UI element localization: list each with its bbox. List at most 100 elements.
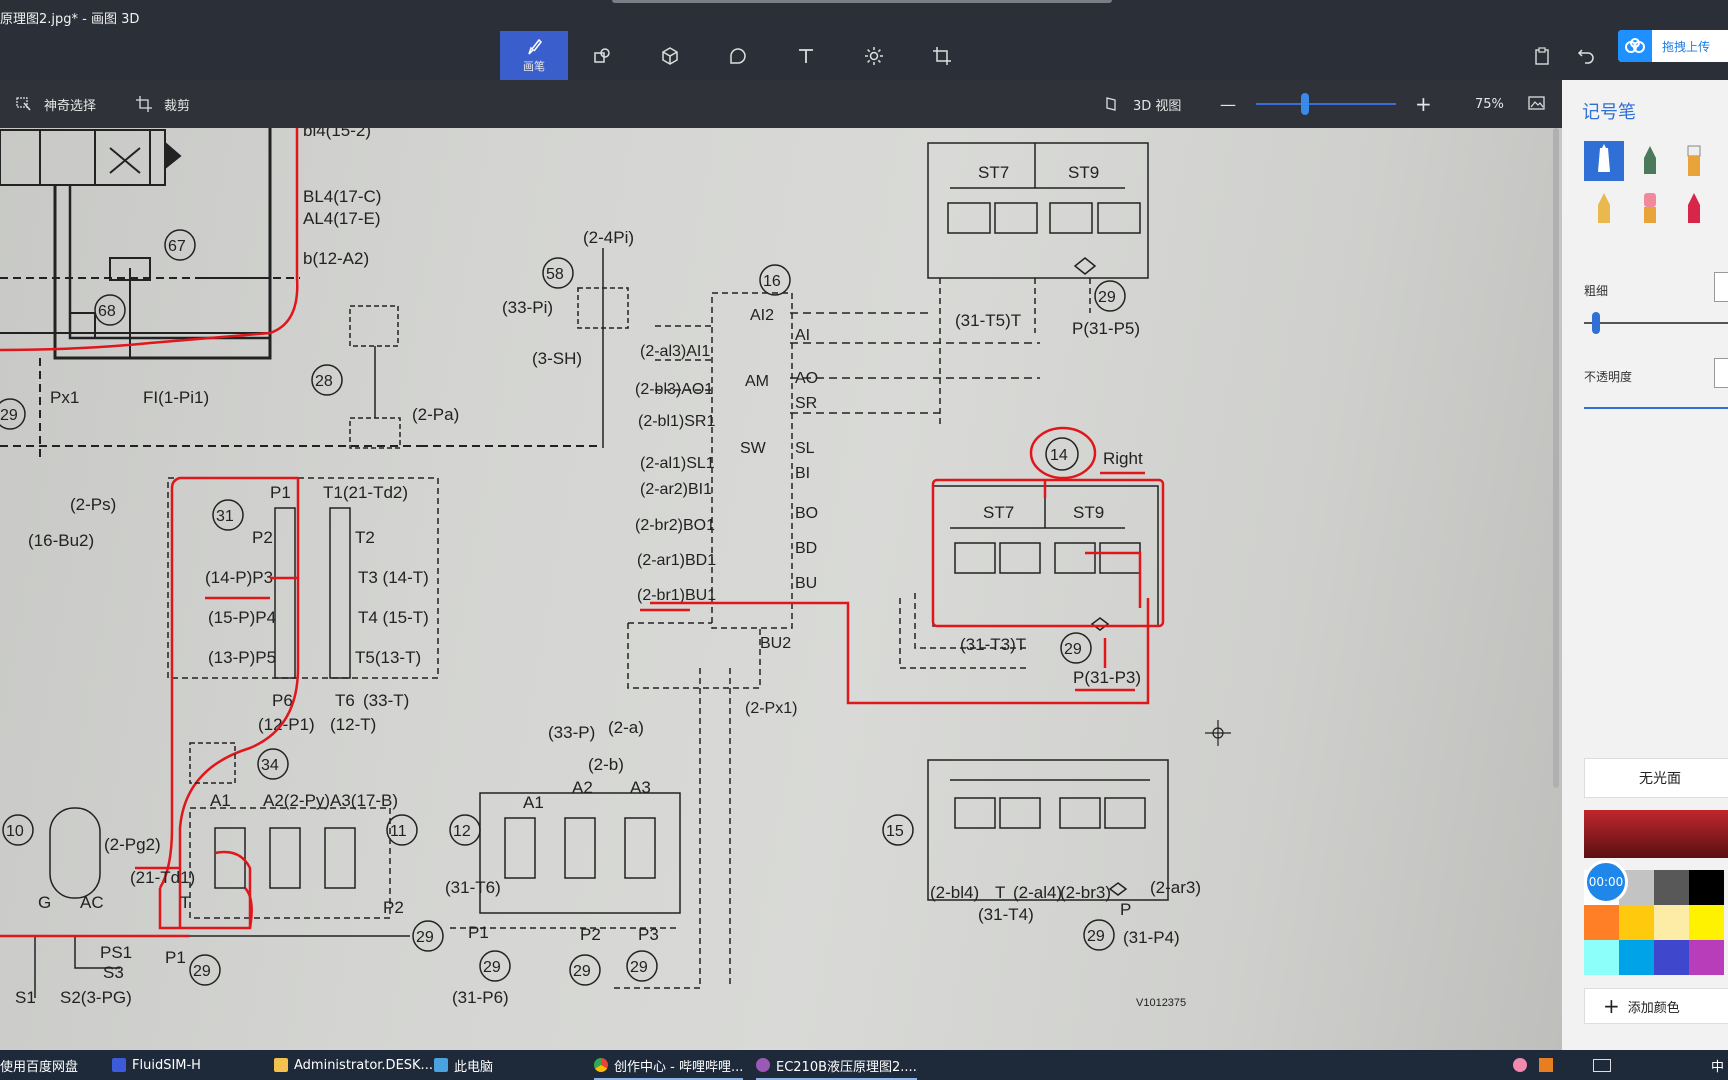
crop-icon bbox=[136, 96, 152, 112]
label-P6: P6 bbox=[272, 691, 293, 710]
circle-67: 67 bbox=[168, 238, 186, 255]
color-swatch[interactable] bbox=[1689, 905, 1724, 940]
undo-button[interactable] bbox=[1564, 31, 1608, 80]
oil-brush-button[interactable] bbox=[1674, 141, 1714, 181]
taskbar-item-this-pc[interactable]: 此电脑 bbox=[434, 1050, 493, 1080]
crayon-button[interactable] bbox=[1674, 188, 1714, 228]
color-swatch[interactable] bbox=[1689, 940, 1724, 975]
color-swatch[interactable] bbox=[1619, 940, 1654, 975]
circle-31: 31 bbox=[216, 508, 234, 525]
label-Px1: Px1 bbox=[50, 388, 79, 407]
color-swatch[interactable] bbox=[1654, 940, 1689, 975]
tool-2d-shapes[interactable] bbox=[568, 31, 636, 80]
label-T-br: T bbox=[995, 883, 1005, 902]
label-AI2: AI2 bbox=[750, 307, 774, 324]
label-P3-31: (14-P)P3 bbox=[205, 568, 273, 587]
zoom-slider[interactable] bbox=[1256, 103, 1396, 105]
current-color-swatch[interactable] bbox=[1584, 810, 1728, 858]
label-AI: AI bbox=[795, 327, 810, 344]
view-3d-button[interactable]: 3D 视图 bbox=[1105, 80, 1181, 128]
view-3d-label: 3D 视图 bbox=[1133, 98, 1182, 114]
finish-select[interactable]: 无光面 bbox=[1584, 758, 1728, 798]
label-SR: SR bbox=[795, 395, 817, 412]
label-P2-mid: P2 bbox=[580, 925, 601, 944]
add-color-label: 添加颜色 bbox=[1627, 1000, 1680, 1016]
add-color-button[interactable]: + 添加颜色 bbox=[1584, 988, 1728, 1024]
opacity-slider[interactable] bbox=[1584, 407, 1728, 409]
thickness-input[interactable] bbox=[1714, 272, 1728, 302]
tool-brushes[interactable]: 画笔 bbox=[500, 31, 568, 80]
magic-select-button[interactable]: 神奇选择 bbox=[16, 80, 96, 128]
label-A3-mid: A3 bbox=[630, 778, 651, 797]
undo-icon bbox=[1577, 48, 1594, 64]
label-Right: Right bbox=[1103, 449, 1143, 468]
crop-button[interactable]: 裁剪 bbox=[136, 80, 190, 128]
zoom-slider-thumb[interactable] bbox=[1301, 93, 1309, 115]
opacity-input[interactable] bbox=[1714, 358, 1728, 388]
hydraulic-schematic-image[interactable]: bl4(15-2) BL4(17-C) AL4(17-E) b(12-A2) P… bbox=[0, 128, 1562, 1050]
label-Pg2: (2-Pg2) bbox=[104, 835, 161, 854]
taskbar-item-explorer[interactable]: Administrator.DESK... bbox=[274, 1050, 433, 1080]
taskbar-item-paint3d[interactable]: EC210B液压原理图2.... bbox=[756, 1050, 917, 1080]
monitor-icon[interactable] bbox=[1592, 1058, 1611, 1072]
zoom-in-button[interactable]: + bbox=[1415, 92, 1432, 116]
label-P2-31: P2 bbox=[252, 528, 273, 547]
taskbar-item-baidu[interactable]: 使用百度网盘 bbox=[0, 1050, 78, 1080]
zoom-level[interactable]: 75% bbox=[1475, 96, 1504, 112]
taskbar-item-chrome[interactable]: 创作中心 - 哔哩哔哩... bbox=[594, 1050, 744, 1080]
color-swatch[interactable] bbox=[1654, 905, 1689, 940]
label-A1-left: A1 bbox=[210, 791, 231, 810]
baidu-upload-widget[interactable]: 拖拽上传 bbox=[1618, 30, 1728, 62]
label-Ps2: (2-Ps) bbox=[70, 495, 116, 514]
circle-28: 28 bbox=[315, 373, 333, 390]
label-PS1: PS1 bbox=[100, 943, 132, 962]
canvas-area[interactable]: bl4(15-2) BL4(17-C) AL4(17-E) b(12-A2) P… bbox=[0, 128, 1562, 1050]
app-tray-icon[interactable] bbox=[1538, 1058, 1553, 1072]
label-A2-mid: A2 bbox=[572, 778, 593, 797]
label-bl1: (2-bl1)SR1 bbox=[638, 413, 715, 430]
label-T5-31: T5(13-T) bbox=[355, 648, 421, 667]
tool-effects[interactable] bbox=[840, 31, 908, 80]
taskbar-item-fluidsim[interactable]: FluidSIM-H bbox=[112, 1050, 201, 1080]
red-markup-right bbox=[640, 426, 1165, 705]
color-swatch[interactable] bbox=[1689, 870, 1724, 905]
label-Td1: (21-Td1) bbox=[130, 868, 195, 887]
eraser-button[interactable] bbox=[1630, 188, 1670, 228]
canvas-scrollbar[interactable] bbox=[1553, 128, 1559, 788]
marker-brush-button[interactable] bbox=[1584, 141, 1624, 181]
label-P5: P(31-P5) bbox=[1072, 319, 1140, 338]
tool-text[interactable] bbox=[772, 31, 840, 80]
image-options-button[interactable] bbox=[1528, 80, 1558, 128]
thickness-slider-thumb[interactable] bbox=[1592, 312, 1600, 334]
recording-timer-badge[interactable]: 00:00 bbox=[1584, 860, 1628, 904]
label-bl4b: (2-bl4) bbox=[930, 883, 979, 902]
label-T3: (31-T3)T bbox=[960, 635, 1026, 654]
label-b2: (2-b) bbox=[588, 755, 624, 774]
tool-canvas[interactable] bbox=[908, 31, 976, 80]
tool-stickers[interactable] bbox=[704, 31, 772, 80]
plus-icon: + bbox=[1603, 994, 1620, 1018]
watermark-label: V1012375 bbox=[1136, 997, 1186, 1009]
folder-icon bbox=[274, 1058, 288, 1072]
color-swatch[interactable] bbox=[1654, 870, 1689, 905]
circle-29-bl2: 29 bbox=[193, 963, 211, 980]
flower-icon[interactable] bbox=[1512, 1058, 1527, 1072]
label-T6b: (31-T6) bbox=[445, 878, 501, 897]
label-P1-mid: P1 bbox=[468, 923, 489, 942]
tool-3d-shapes[interactable] bbox=[636, 31, 704, 80]
zoom-out-button[interactable]: — bbox=[1220, 94, 1236, 114]
brush-panel: 记号笔 粗细 不透明度 无光面 00:00 + 添加颜色 bbox=[1562, 80, 1728, 1050]
label-SW: SW bbox=[740, 440, 767, 457]
paste-button[interactable] bbox=[1520, 31, 1564, 80]
thickness-slider[interactable] bbox=[1584, 322, 1728, 324]
color-swatch[interactable] bbox=[1584, 905, 1619, 940]
label-al4: (2-al4) bbox=[1013, 883, 1062, 902]
circle-29-left: 29 bbox=[0, 407, 18, 424]
color-swatch[interactable] bbox=[1584, 940, 1619, 975]
title-bar: 原理图2.jpg* - 画图 3D 画笔 bbox=[0, 0, 1728, 80]
pencil-button[interactable] bbox=[1584, 188, 1624, 228]
color-swatch[interactable] bbox=[1619, 905, 1654, 940]
taskbar-item-label: 此电脑 bbox=[454, 1059, 494, 1075]
ime-indicator[interactable]: 中 bbox=[1710, 1059, 1724, 1075]
calligraphy-pen-button[interactable] bbox=[1630, 141, 1670, 181]
